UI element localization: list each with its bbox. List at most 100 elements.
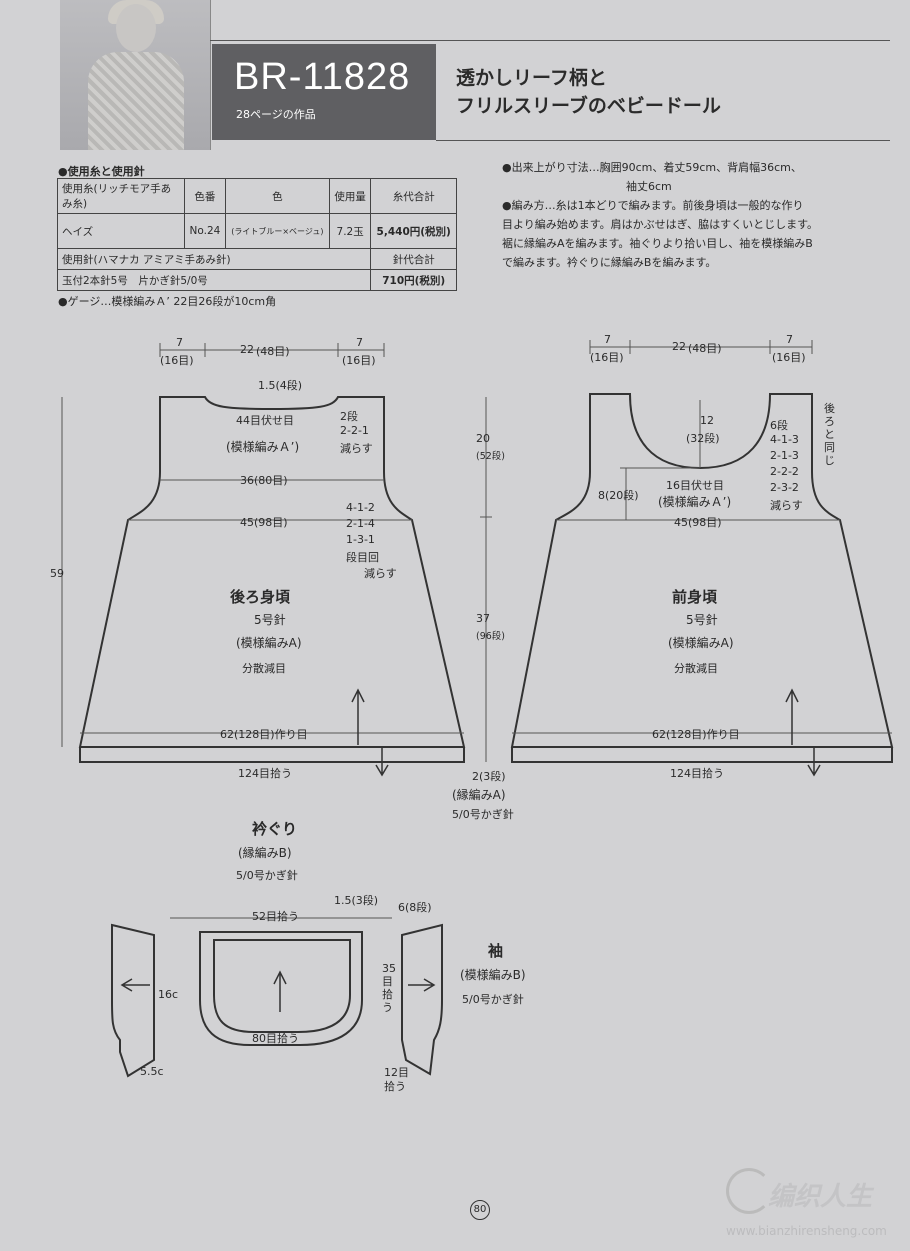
front-arm-depth <box>620 467 700 520</box>
back-body-name: 後ろ身頃 <box>230 588 291 606</box>
back-body-outline <box>78 396 466 748</box>
front-top-left-st: (16目) <box>590 351 624 364</box>
front-hem-band <box>511 747 893 763</box>
back-hem-direction-arrow <box>375 748 389 777</box>
method-line-1: ●編み方…糸は1本どりで編みます。前後身頃は一般的な作り <box>502 199 804 212</box>
needle-name: 玉付2本針5号 片かぎ針5/0号 <box>56 269 372 291</box>
front-dec-label: 減らす <box>770 499 803 512</box>
lower-length: 37 <box>476 612 490 625</box>
back-top-left: 7 <box>176 336 183 349</box>
front-neck-depth: 12 <box>700 414 714 427</box>
neckband-title: 衿ぐり <box>252 820 298 838</box>
front-arm-depth: 8(20段) <box>598 489 639 502</box>
front-dec-213: 2-1-3 <box>770 449 799 462</box>
neckband-top-pick: 52目拾う <box>252 910 299 923</box>
yarn-amount: 7.2玉 <box>328 213 372 249</box>
front-cast-on: 62(128目)作り目 <box>652 728 740 741</box>
back-width-45: 45(98目) <box>240 516 288 529</box>
yarn-col-name: 使用糸(リッチモア手あみ糸) <box>57 178 185 214</box>
back-pattern-a2: (模様編みＡ’) <box>226 440 300 454</box>
sleeve-pick-12: 12目拾う <box>384 1066 409 1093</box>
yarn-color: (ライトブルー×ベージュ) <box>224 213 330 249</box>
front-dec-232: 2-3-2 <box>770 481 799 494</box>
sleeve-pattern: (模様編みB) <box>460 968 526 982</box>
photo-head <box>116 4 156 52</box>
front-hem-direction-arrow <box>807 748 821 777</box>
front-top-left: 7 <box>604 333 611 346</box>
back-pattern-a: (模様編みA) <box>236 636 302 650</box>
middle-length-scale <box>480 397 492 762</box>
needle-cost: 710円(税別) <box>370 269 457 291</box>
title-box: BR-11828 28ページの作品 <box>212 44 436 140</box>
back-width-36: 36(80目) <box>240 474 288 487</box>
front-needle: 5号針 <box>686 613 718 627</box>
back-top-mid: 22 <box>240 343 254 356</box>
pattern-code: BR-11828 <box>234 56 411 98</box>
back-dec-221: 2-2-1 <box>340 424 369 437</box>
sleeve-left-55c: 5.5c <box>140 1065 164 1078</box>
size-line-1: ●出来上がり寸法…胸囲90cm、着丈59cm、背肩幅36cm、 <box>502 161 802 174</box>
back-top-dimension <box>159 343 385 357</box>
instruction-notes: ●出来上がり寸法…胸囲90cm、着丈59cm、背肩幅36cm、 袖丈6cm ●編… <box>502 158 892 272</box>
front-dec-413: 4-1-3 <box>770 433 799 446</box>
front-body-outline <box>510 393 894 748</box>
watermark-url: www.bianzhirensheng.com <box>726 1224 887 1238</box>
neckband-depth: 1.5(3段) <box>334 894 379 907</box>
yarn-name: ヘイズ <box>57 213 185 249</box>
neckband-inner <box>213 939 351 1033</box>
front-width-45: 45(98目) <box>674 516 722 529</box>
yarn-col-number: 色番 <box>184 178 226 214</box>
yarn-cost: 5,440円(税別) <box>370 213 457 249</box>
back-top-right-st: (16目) <box>342 354 376 367</box>
back-arm-214: 2-1-4 <box>346 517 375 530</box>
left-sleeve <box>111 923 155 1078</box>
page-reference: 28ページの作品 <box>236 108 316 121</box>
back-arm-dan: 段目回 <box>346 551 379 564</box>
front-body-name: 前身頃 <box>672 588 718 606</box>
front-pattern-a2: (模様編みＡ’) <box>658 495 732 509</box>
header-rule-lower <box>436 140 890 141</box>
hem-pattern: (縁編みA) <box>452 788 506 802</box>
neckband-needle: 5/0号かぎ針 <box>236 869 298 882</box>
model-photo <box>60 0 211 150</box>
back-neck-depth: 1.5(4段) <box>258 379 303 392</box>
gauge-note: ●ゲージ…模様編みＡ’ 22目26段が10cm角 <box>58 295 277 308</box>
front-top-mid: 22 <box>672 340 686 353</box>
materials-table: 使用糸(リッチモア手あみ糸) 色番 色 使用量 糸代合計 ヘイズ No.24 (… <box>56 178 457 291</box>
front-dist-dec: 分散減目 <box>674 662 718 675</box>
back-arm-412: 4-1-2 <box>346 501 375 514</box>
photo-body <box>88 52 184 150</box>
front-same-as-back: 後ろと同じ <box>824 402 835 467</box>
back-bind-off: 44目伏せ目 <box>236 414 294 427</box>
front-top-right-st: (16目) <box>772 351 806 364</box>
back-total-length-label: 59 <box>50 567 64 580</box>
sleeve-needle: 5/0号かぎ針 <box>462 993 524 1006</box>
front-pickup: 124目拾う <box>670 767 724 780</box>
needle-header-row: 使用針(ハマナカ アミアミ手あみ針) 針代合計 <box>56 248 457 270</box>
method-line-4: で編みます。衿ぐりに縁編みBを編みます。 <box>502 256 717 269</box>
back-top-mid-st: (48目) <box>256 345 290 358</box>
back-arm-131: 1-3-1 <box>346 533 375 546</box>
front-neck-depth-rows: (32段) <box>686 432 720 445</box>
title-line-1: 透かしリーフ柄と <box>456 67 607 89</box>
right-sleeve-direction-arrow <box>408 978 436 992</box>
back-dist-dec: 分散減目 <box>242 662 286 675</box>
back-needle: 5号針 <box>254 613 286 627</box>
method-line-3: 裾に縁編みAを編みます。袖ぐりより拾い目し、袖を模様編みB <box>502 237 813 250</box>
back-dec-rows: 2段 <box>340 410 358 423</box>
pattern-title: 透かしリーフ柄と フリルスリーブのベビードール <box>456 64 721 120</box>
back-top-right: 7 <box>356 336 363 349</box>
title-line-2: フリルスリーブのベビードール <box>456 95 721 117</box>
size-line-2: 袖丈6cm <box>626 180 672 193</box>
swirl-logo-icon <box>726 1168 772 1214</box>
back-top-left-st: (16目) <box>160 354 194 367</box>
back-cast-on: 62(128目)作り目 <box>220 728 308 741</box>
needle-col-name: 使用針(ハマナカ アミアミ手あみ針) <box>56 248 372 270</box>
neckband-outer <box>199 931 363 1046</box>
needle-data-row: 玉付2本針5号 片かぎ針5/0号 710円(税別) <box>56 269 457 291</box>
upper-length-rows: (52段) <box>476 451 506 462</box>
front-top-right: 7 <box>786 333 793 346</box>
hem-needle: 5/0号かぎ針 <box>452 808 514 821</box>
back-pickup: 124目拾う <box>238 767 292 780</box>
